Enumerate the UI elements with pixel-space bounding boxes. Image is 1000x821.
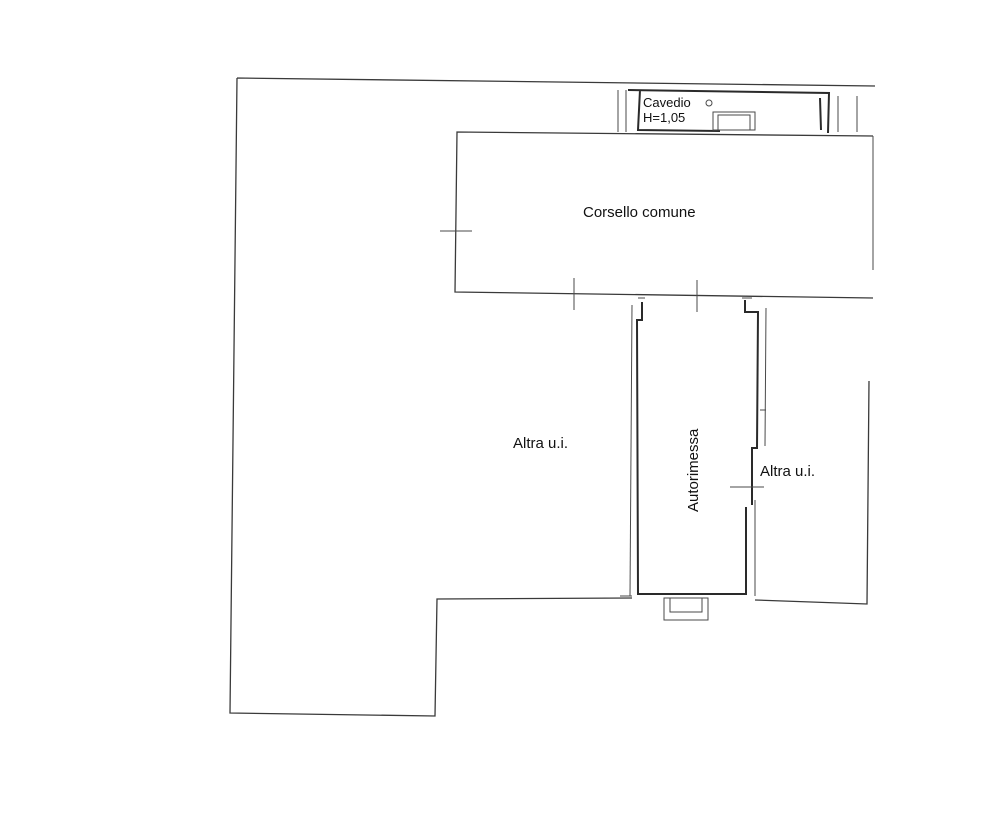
cavedio-marker	[705, 99, 713, 107]
garage-vent-inner	[669, 597, 703, 613]
autorimessa-right-wall	[744, 300, 760, 505]
cavedio-height-label: H=1,05	[643, 110, 685, 125]
autorimessa-label: Autorimessa	[685, 428, 702, 512]
altra-ui-left-label: Altra u.i.	[513, 435, 568, 452]
outer-boundary-left	[229, 77, 876, 717]
cavedio-vent-inner	[717, 114, 751, 131]
autorimessa-left-wall	[635, 302, 747, 595]
corsello-label: Corsello comune	[583, 204, 696, 221]
autorimessa-right-wall-outer	[754, 307, 767, 596]
cavedio-label: Cavedio	[643, 95, 691, 110]
autorimessa-left-wall-outer	[629, 304, 633, 597]
cavedio-outline	[627, 89, 831, 134]
outer-boundary-right	[754, 380, 870, 605]
corsello-outline	[454, 131, 874, 299]
garage-vent	[663, 597, 709, 621]
altra-ui-right-label: Altra u.i.	[760, 463, 815, 480]
